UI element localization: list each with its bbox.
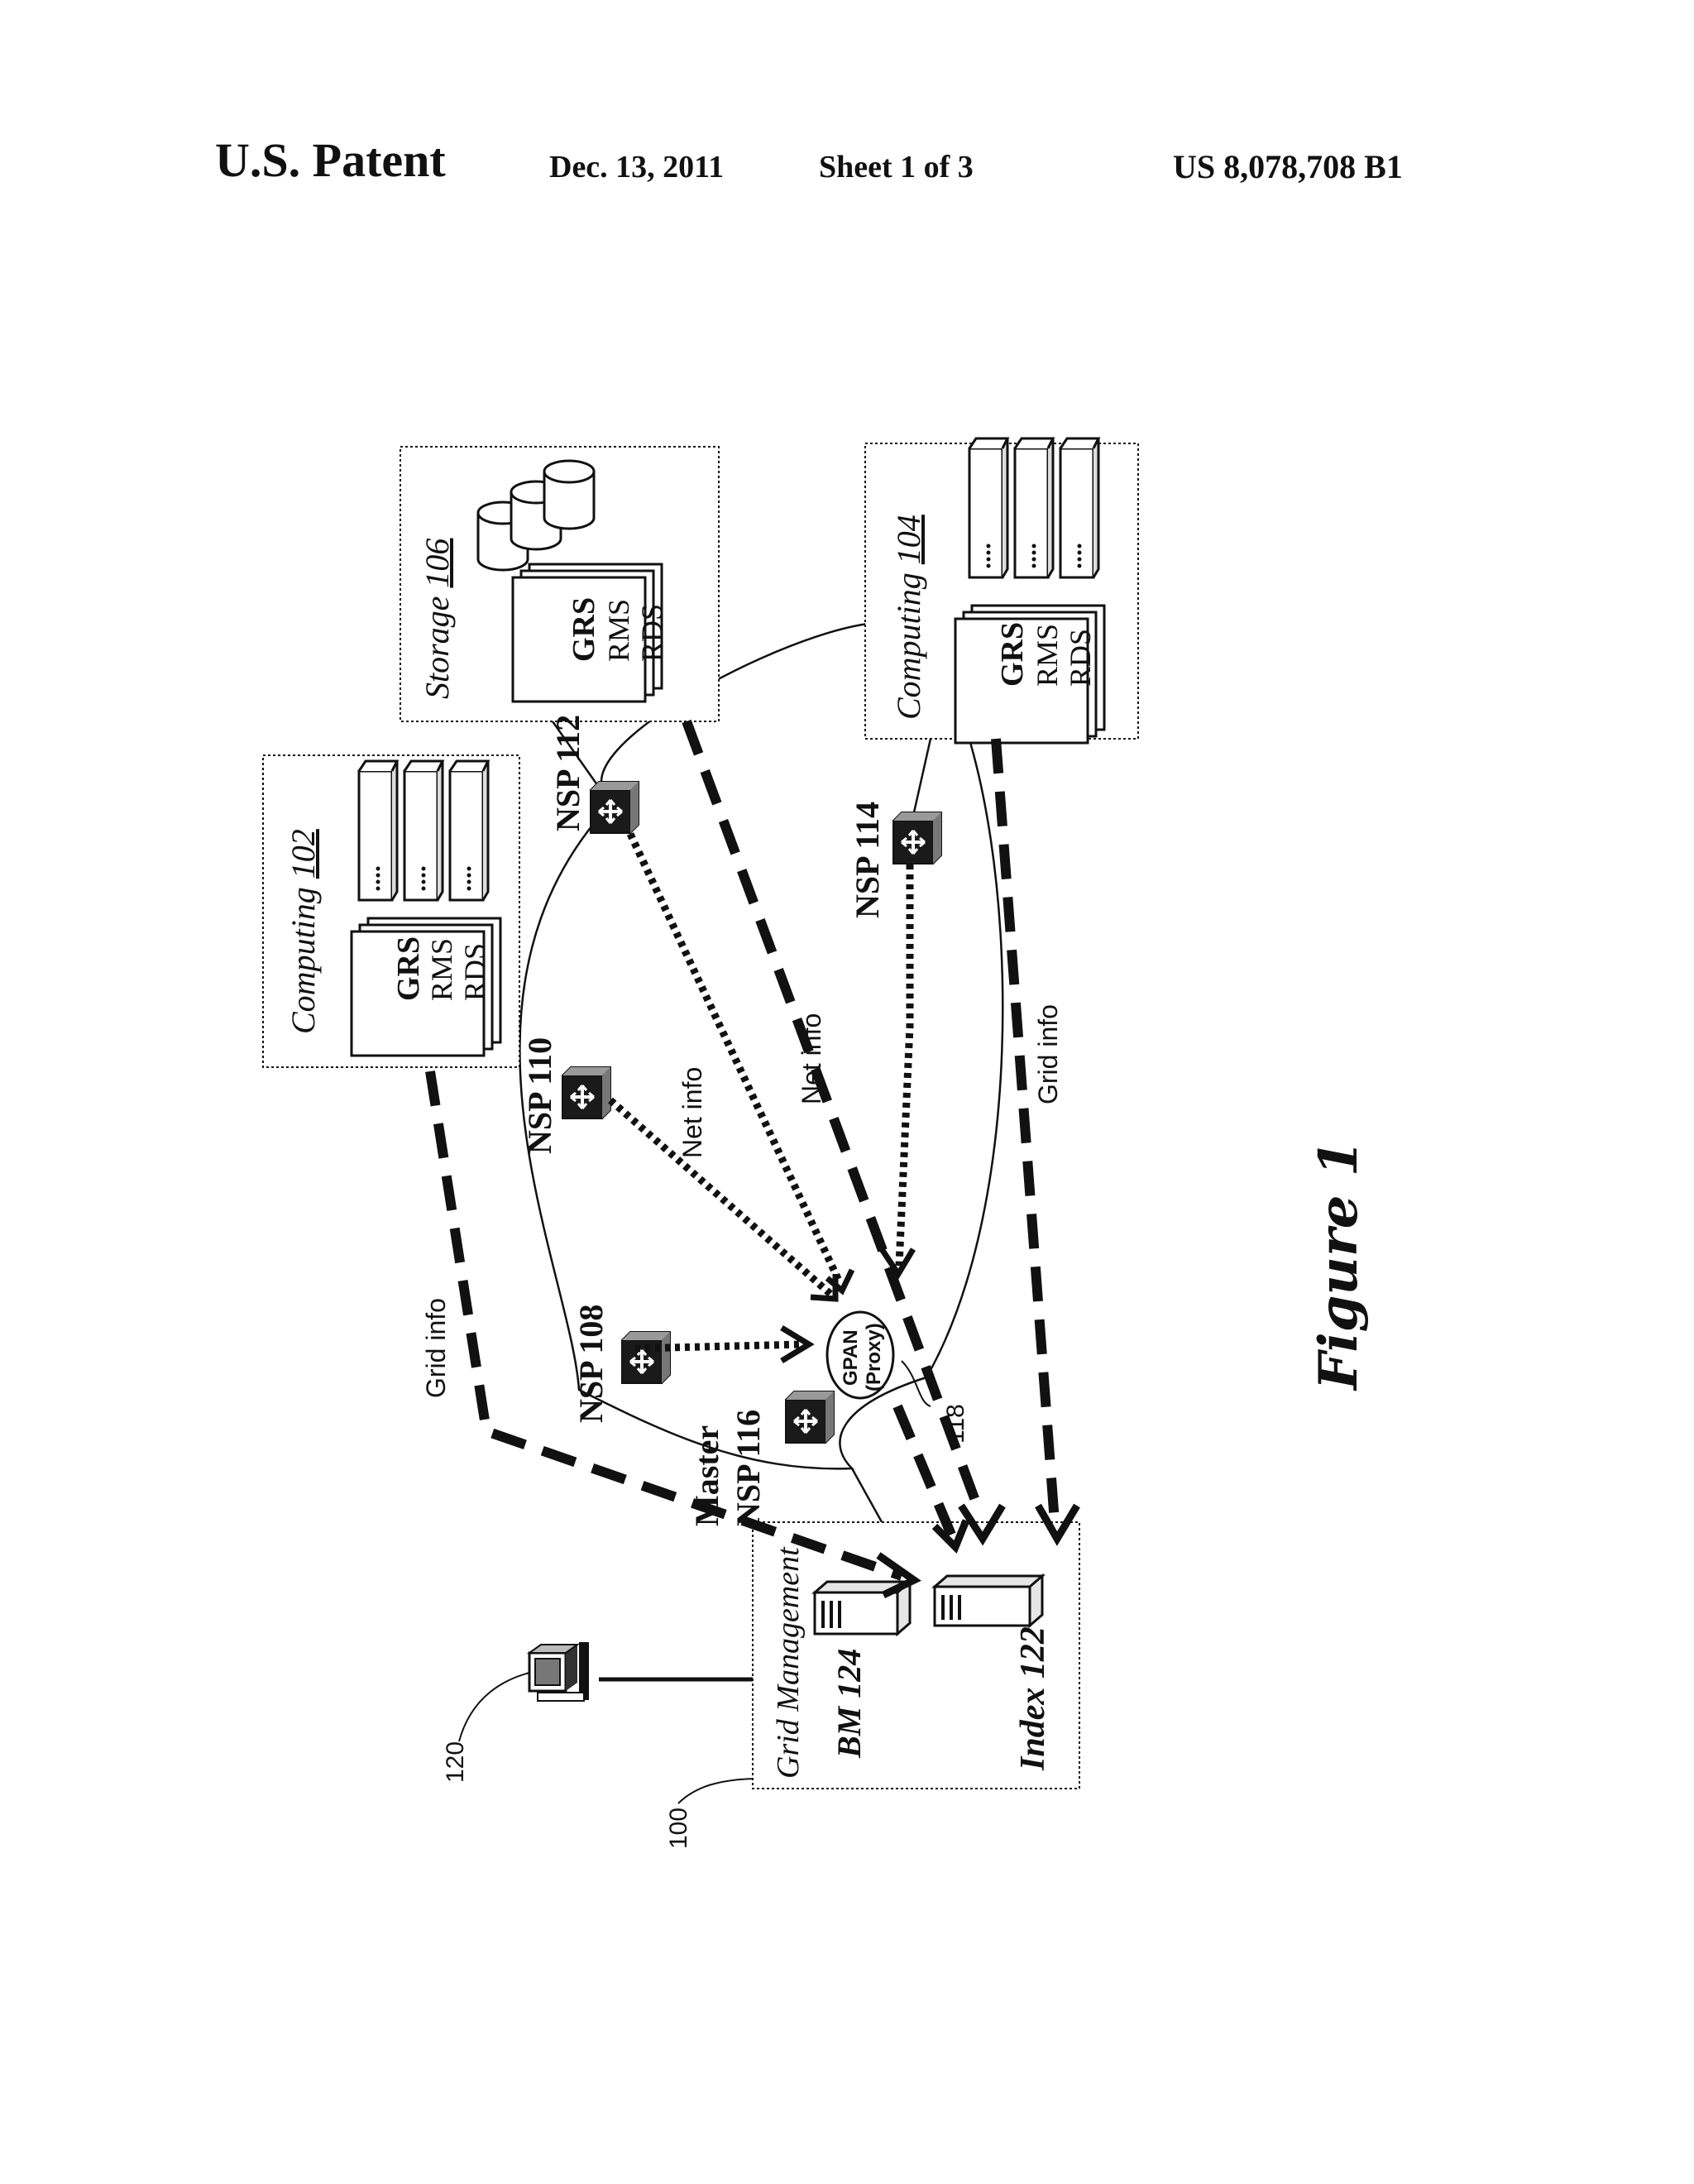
computing-102-box: Computing 102 GRS RMS RDS <box>262 754 520 1068</box>
patent-date: Dec. 13, 2011 <box>549 150 725 184</box>
sheet-number: Sheet 1 of 3 <box>819 150 974 184</box>
master-nsp-116-router-icon <box>784 1390 835 1444</box>
grid-info-label: Grid info <box>1033 1004 1063 1104</box>
terminal-icon <box>526 1642 589 1702</box>
ref-120: 120 <box>442 1741 469 1783</box>
stack-label-grs: GRS <box>995 622 1030 687</box>
grid-management-title: Grid Management <box>771 1546 806 1779</box>
arrowhead-icon <box>876 1503 1080 1599</box>
grid-info-label: Grid info <box>421 1298 451 1398</box>
nsp-108-router-icon <box>620 1330 672 1385</box>
leader-100 <box>677 1778 762 1804</box>
grid-info-arrows <box>425 719 1060 1581</box>
master-nsp-label-line2: NSP 116 <box>730 1410 767 1526</box>
nsp-110-label: NSP 110 <box>521 1037 558 1154</box>
server-rack-icon <box>1059 437 1100 579</box>
patent-header: U.S. Patent Dec. 13, 2011 Sheet 1 of 3 U… <box>215 132 1472 199</box>
gpan-label: GPAN <box>840 1329 862 1386</box>
net-info-label: Net info <box>677 1067 707 1158</box>
computing-104-title: Computing 104 <box>890 515 927 720</box>
storage-title: Storage 106 <box>419 539 456 699</box>
server-rack-icon <box>357 759 399 902</box>
arrowhead-icon <box>780 1248 916 1363</box>
stack-label-rms: RMS <box>425 938 458 1001</box>
stack-label-rms: RMS <box>602 599 635 662</box>
stack-label-rds: RDS <box>1064 629 1097 687</box>
nsp-112-label: NSP 112 <box>549 715 586 831</box>
nsp-114-label: NSP 114 <box>849 802 886 918</box>
link-computing104-nsp114 <box>912 738 932 813</box>
nsp-108-label: NSP 108 <box>572 1305 610 1423</box>
patent-number: US 8,078,708 B1 <box>1173 148 1403 185</box>
leader-120 <box>458 1672 530 1742</box>
leader-118 <box>901 1360 931 1407</box>
nsp-114-router-icon <box>892 811 943 865</box>
stack-label-grs: GRS <box>391 936 426 1001</box>
stack-label-rds: RDS <box>458 943 491 1001</box>
index-server-icon <box>931 1573 1046 1629</box>
proxy-label: (Proxy) <box>863 1323 885 1391</box>
gpan-proxy-node <box>825 1310 895 1400</box>
grid-management-box: Grid Management BM 124 Index 122 <box>752 1521 1080 1789</box>
bm-label: BM 124 <box>830 1649 868 1759</box>
server-rack-icon <box>403 759 444 902</box>
net-info-arrows <box>608 832 914 1353</box>
stack-label-rms: RMS <box>1031 624 1064 687</box>
storage-box: Storage 106 GRS RMS RDS <box>400 446 720 722</box>
patent-title: U.S. Patent <box>215 133 446 187</box>
figure-label: Figure 1 <box>1308 1140 1370 1391</box>
stack-label-grs: GRS <box>567 597 601 662</box>
network-ring <box>519 621 1004 1470</box>
link-storage-nsp112 <box>551 721 605 795</box>
computing-102-title: Computing 102 <box>285 829 322 1034</box>
stack-label-rds: RDS <box>635 604 668 662</box>
index-label: Index 122 <box>1014 1626 1052 1771</box>
server-rack-icon <box>1013 437 1055 579</box>
storage-disk-icon <box>543 459 596 530</box>
server-rack-icon <box>448 759 490 902</box>
nsp-110-router-icon <box>561 1066 612 1120</box>
ref-100: 100 <box>665 1808 692 1849</box>
server-rack-icon <box>968 437 1009 579</box>
computing-104-box: Computing 104 GRS RMS RDS <box>864 437 1139 745</box>
nsp-112-router-icon <box>589 780 640 835</box>
